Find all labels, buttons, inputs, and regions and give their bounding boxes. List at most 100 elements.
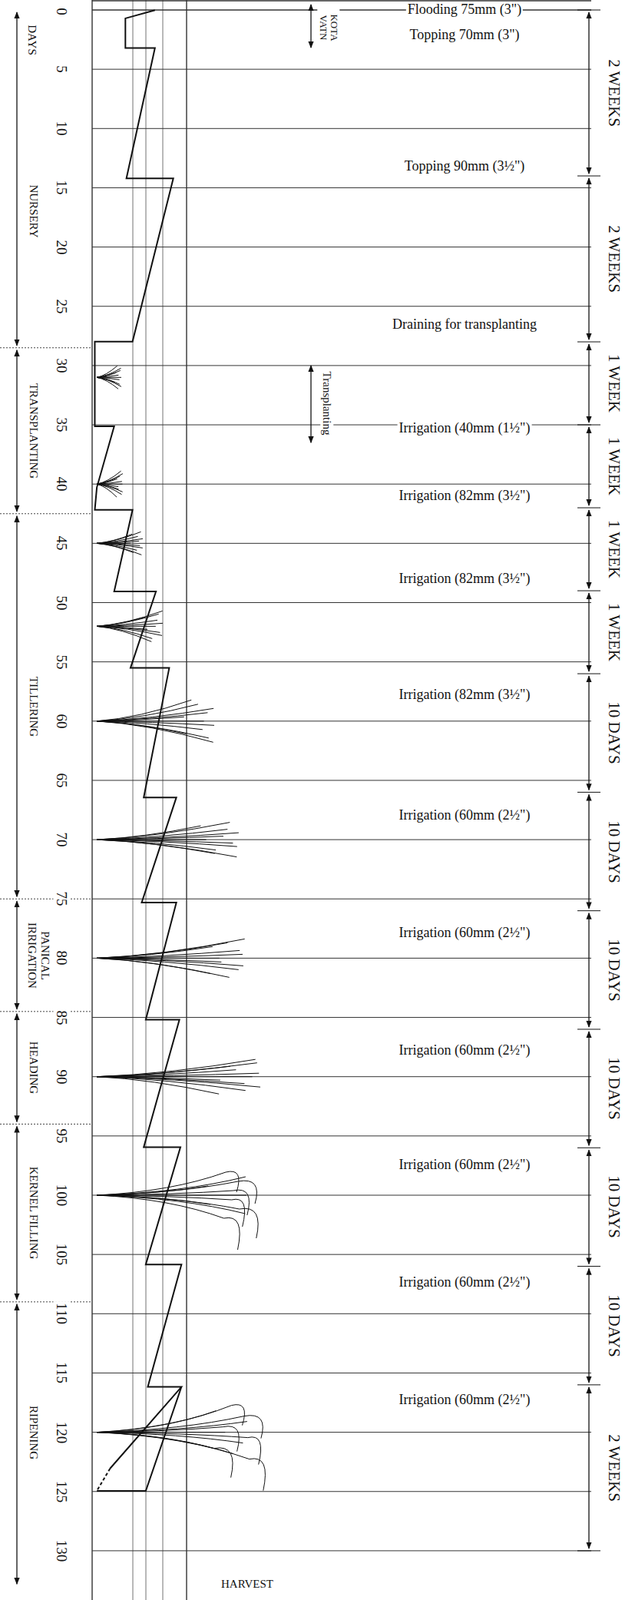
stage-separator <box>0 347 93 348</box>
grid-line <box>145 0 147 1600</box>
rice-leaf <box>96 1062 258 1077</box>
rice-leaf <box>96 1194 245 1214</box>
day-number: 80 <box>53 949 70 967</box>
grid-line <box>92 305 592 307</box>
duration-label: 10 DAYS <box>604 1174 622 1241</box>
duration-label: 1 WEEK <box>604 435 622 497</box>
rice-leaf <box>96 370 121 378</box>
rice-panicle <box>223 1425 240 1452</box>
irrigation-note: Irrigation (60mm (2½") <box>397 1274 533 1290</box>
water-depth-line <box>94 9 182 1491</box>
duration-tick <box>577 590 601 592</box>
grid-line <box>92 601 592 603</box>
duration-label: 2 WEEKS <box>604 1432 622 1503</box>
rice-leaf <box>96 542 142 555</box>
duration-arrow <box>588 793 589 908</box>
duration-arrow <box>588 912 589 1027</box>
harvest-label: HARVEST <box>219 1577 275 1591</box>
rice-leaf <box>96 1432 215 1449</box>
rice-leaf <box>96 622 163 626</box>
rice-leaf <box>96 957 230 977</box>
day-number: 90 <box>53 1067 70 1085</box>
day-number: 40 <box>53 475 70 493</box>
duration-label: 10 DAYS <box>604 818 622 885</box>
day-number: 20 <box>53 238 70 256</box>
duration-arrow <box>588 1149 589 1264</box>
day-number: 115 <box>53 1360 70 1386</box>
grid-line <box>92 1372 592 1373</box>
rice-leaf <box>96 712 208 721</box>
day-number: 35 <box>53 416 70 434</box>
stage-separator <box>0 898 93 900</box>
rice-leaf <box>96 839 237 857</box>
grid <box>0 0 592 1600</box>
stage-label: RIPENING <box>27 1403 41 1461</box>
day-number: 75 <box>53 889 70 908</box>
irrigation-note: Irrigation (60mm (2½") <box>397 807 533 824</box>
day-number: 45 <box>53 534 70 553</box>
transplant-arrow <box>310 365 311 443</box>
rice-leaf <box>96 1072 259 1077</box>
duration-arrow <box>588 178 589 340</box>
rice-leaf <box>96 707 214 721</box>
stage-separator <box>0 1123 93 1125</box>
transplanting-label: Transplanting <box>320 370 335 437</box>
grid-line <box>162 0 164 1600</box>
rice-leaf <box>96 829 228 841</box>
irrigation-note: Irrigation (82mm (3½") <box>397 571 533 587</box>
stage-separator <box>0 1010 93 1012</box>
topping-note: Topping 90mm (3½") <box>403 158 527 175</box>
stage-arrow <box>16 1303 17 1584</box>
irrigation-note: Irrigation (82mm (3½") <box>397 488 533 504</box>
grid-line <box>92 720 592 721</box>
duration-arrow <box>588 592 589 672</box>
duration-label: 2 WEEKS <box>604 57 622 129</box>
duration-tick <box>577 175 601 177</box>
axis-title: DAYS <box>26 23 40 57</box>
duration-tick <box>577 1147 601 1148</box>
duration-arrow <box>588 1031 589 1145</box>
rice-leaf <box>96 1076 219 1095</box>
grid-line <box>92 1253 592 1255</box>
stage-arrow <box>16 1013 17 1122</box>
grid-line <box>92 898 592 900</box>
duration-tick <box>577 673 601 675</box>
irrigation-note: Irrigation (40mm (1½") <box>397 420 533 437</box>
rice-leaf <box>96 1194 240 1209</box>
grid-line <box>92 661 592 662</box>
stage-label: TRANSPLANTING <box>27 381 41 480</box>
day-number: 85 <box>53 1008 70 1026</box>
rice-leaf <box>96 836 224 841</box>
day-number: 30 <box>53 356 70 374</box>
duration-tick <box>577 1383 601 1385</box>
rice-leaf <box>96 610 163 626</box>
stage-label: NURSERY <box>27 183 41 240</box>
rice-plants <box>96 365 265 1490</box>
grid-line <box>92 1134 592 1136</box>
duration-label: 1 WEEK <box>604 601 622 663</box>
day-number: 130 <box>53 1537 70 1564</box>
duration-tick <box>577 909 601 911</box>
duration-tick <box>577 424 601 426</box>
duration-arrow <box>588 675 589 790</box>
stage-arrow <box>16 350 17 512</box>
rice-panicle <box>249 1458 266 1491</box>
grid-line <box>92 187 592 189</box>
rice-leaf <box>96 481 123 484</box>
day-number: 60 <box>53 711 70 730</box>
rice-leaf <box>96 367 122 378</box>
duration-arrow <box>588 343 589 423</box>
grid-line <box>91 0 93 1600</box>
grid-line <box>92 1431 592 1433</box>
stage-arrow <box>16 515 17 897</box>
range-arrows <box>16 4 601 1584</box>
rice-leaf <box>96 538 143 543</box>
duration-label: 10 DAYS <box>604 1292 622 1359</box>
day-number: 25 <box>53 297 70 315</box>
topping-note: Topping 70mm (3") <box>407 27 521 43</box>
water-line-dashed <box>96 1468 110 1491</box>
irrigation-note: Irrigation (60mm (2½") <box>397 1392 533 1408</box>
irrigation-note: Irrigation (82mm (3½") <box>397 687 533 703</box>
rice-panicle <box>224 1217 241 1250</box>
